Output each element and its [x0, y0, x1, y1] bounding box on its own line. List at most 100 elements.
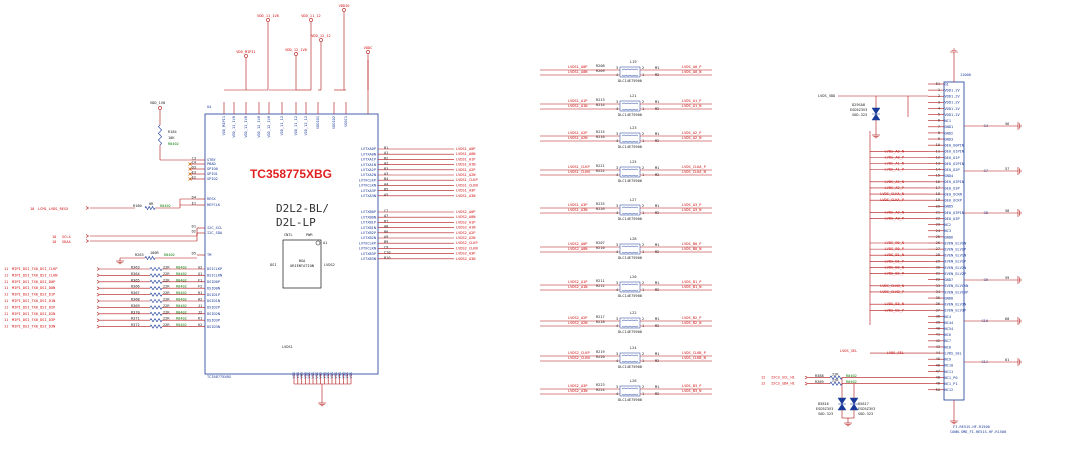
- left-pin-signal: I2C_SCL: [207, 226, 222, 230]
- net-arrow-icon: [96, 267, 101, 271]
- connector-pin-name: GND2: [945, 131, 954, 135]
- cm-res-2: R224: [596, 388, 605, 392]
- dsi-net-num: 11: [4, 267, 8, 271]
- dsi-net-name: MIPI_DSI_TX0_DSI_CLKN: [12, 273, 57, 277]
- cm-body: [619, 352, 641, 364]
- tvs-diode-icon: [849, 397, 859, 411]
- dsi-pin-number: J2: [198, 310, 202, 314]
- power-rail-label: VDDC: [364, 46, 373, 50]
- connector-pin-name: NC54: [945, 327, 954, 331]
- right-pin-number: B7: [384, 219, 388, 223]
- side-ground-icon: [1017, 167, 1022, 175]
- dsi-net-num: 11: [4, 293, 8, 297]
- cm-in-p: LVDS1_A1P: [568, 99, 587, 103]
- cm-pin: 2: [642, 166, 644, 170]
- bottom-pin-name: VSS: [349, 372, 353, 379]
- pullup-resistor: [157, 124, 163, 146]
- cm-out-n: LVDS_B2_N: [682, 321, 701, 325]
- cm-res-1: R223: [596, 383, 605, 387]
- dsi-resistor: [149, 273, 163, 278]
- cm-res-1: R207: [596, 241, 605, 245]
- right-pin-signal: LVTXA0N: [361, 152, 376, 156]
- net-arrow-icon: [96, 324, 101, 329]
- cm-body: [619, 166, 641, 178]
- chip-part-number: TC358775XBG: [250, 167, 332, 181]
- tvs-package: SOD-323: [818, 412, 833, 416]
- cm-pin-label: M1: [655, 100, 659, 104]
- cm-coil: [621, 134, 639, 137]
- net-arrow-icon: [96, 318, 101, 322]
- net-name: SDA4: [62, 240, 71, 244]
- right-pin-number: A3: [384, 172, 388, 176]
- right-pin-signal: LVTXB1P: [361, 221, 376, 225]
- right-pin-number: B2: [384, 156, 388, 160]
- chip-ref: U4: [207, 105, 211, 109]
- i2c-res-value: 22R: [832, 379, 839, 383]
- dsi-net-num: 11: [4, 286, 8, 290]
- bottom-pin-name: VSS: [296, 372, 300, 379]
- dsi-res-package: R0402: [176, 285, 187, 289]
- dsi-resistor: [149, 292, 163, 297]
- left-pin-number: C4: [192, 160, 196, 164]
- cm-pin: 2: [642, 132, 644, 136]
- connector-pin-name: GND8: [945, 296, 954, 300]
- dsi-res-value: 22R: [163, 291, 170, 295]
- cm-part: DLC14E75900: [618, 330, 642, 334]
- cm-pin: 4: [616, 211, 618, 215]
- connector-pin-name: NC1_P1: [945, 382, 958, 386]
- bottom-pin-name: VSS: [319, 372, 323, 379]
- dsi-res-ref: R364: [131, 272, 140, 276]
- connector-pin-name: NC2: [945, 223, 952, 227]
- left-pin-number: C3: [192, 156, 196, 160]
- net-arrow-icon: [85, 234, 90, 238]
- right-net-name: LVDS1_CLKP: [456, 178, 478, 182]
- cm-res-1: R213: [596, 98, 605, 102]
- dsi-res-package: R0402: [176, 304, 187, 308]
- cm-body: [619, 132, 641, 144]
- cm-out-n: LVDS_CLKA_N: [682, 170, 706, 174]
- power-rail-label: VDD_11_1V8: [257, 14, 279, 18]
- dsi-net-num: 11: [4, 280, 8, 284]
- dsi-res-package: R0402: [176, 266, 187, 270]
- cm-ref: L20: [630, 275, 637, 279]
- connector-pin-name: VDD1.2V: [945, 89, 961, 93]
- dsi-res-ref: R369: [131, 304, 140, 308]
- left-pin-number: D1: [192, 224, 196, 228]
- cm-out-p: LVDS_A0_P: [682, 65, 701, 69]
- connector-pin-name: GND7: [945, 278, 954, 282]
- cm-res-2: R216: [596, 135, 605, 139]
- top-pin-name: VDD_MIPI1: [222, 116, 226, 135]
- cm-coil: [621, 102, 639, 105]
- cm-pin: 3: [616, 204, 618, 208]
- right-pin-signal: LVTXB0P: [361, 210, 376, 214]
- right-net-name: LVDS1_A3P: [456, 189, 475, 193]
- dsi-pin-signal: DSICLKN: [207, 274, 222, 278]
- cm-coil: [621, 140, 639, 143]
- dsi-resistor: [149, 311, 163, 316]
- dsi-net-num: 11: [4, 273, 8, 277]
- bottom-pin-name: VSS: [330, 372, 334, 379]
- cm-pin: 4: [616, 250, 618, 254]
- power-port-icon: [294, 52, 298, 56]
- cm-pin-label: M1: [655, 243, 659, 247]
- net-num: 10: [52, 235, 56, 239]
- pullup-package: R0402: [168, 142, 179, 146]
- cm-in-p: LVDS2_A0P: [568, 242, 587, 246]
- no-connect-icon: [188, 167, 192, 171]
- connector-pin-name: OE0_O0PIN: [945, 144, 964, 148]
- cm-coil: [621, 212, 639, 215]
- dsi-pin-signal: DSID2P: [207, 306, 220, 310]
- right-pin-number: B4: [384, 177, 388, 181]
- net-arrow-icon: [96, 286, 101, 290]
- bottom-pin-name: VSS: [292, 372, 296, 379]
- side-ground-icon: [1017, 276, 1022, 284]
- net-arrow-icon: [85, 206, 90, 210]
- cm-part: DLC14E75900: [618, 179, 642, 183]
- dsi-res-ref: R368: [131, 298, 140, 302]
- connector-pin-name: G1: [945, 82, 949, 86]
- cm-coil: [621, 168, 639, 171]
- right-pin-signal: LVTXA1N: [361, 163, 376, 167]
- connector-pin-name: OE0_OCKN: [945, 192, 962, 196]
- connector-gnd-num: 56: [1005, 122, 1009, 126]
